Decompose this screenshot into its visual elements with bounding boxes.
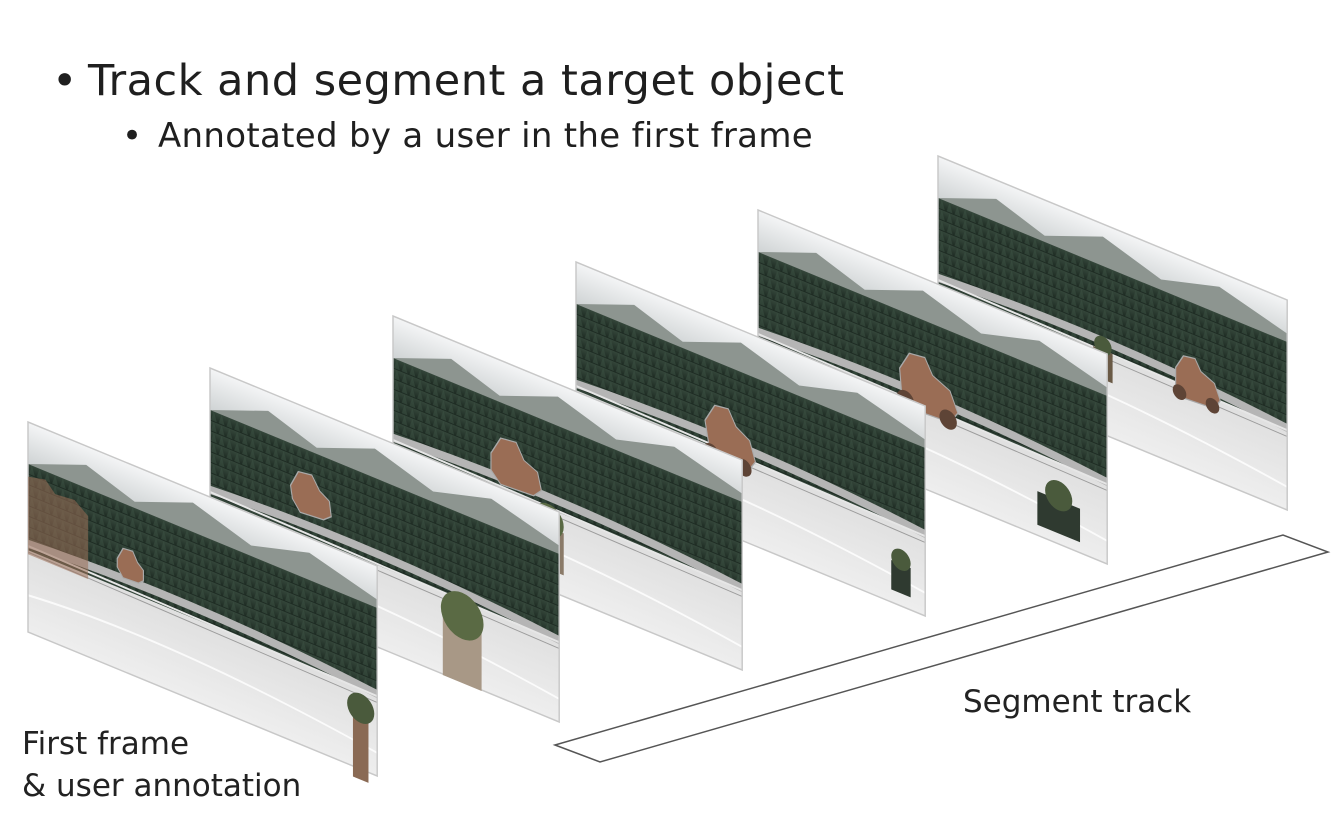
plant-pot-4 [891, 548, 911, 598]
annotation-mask-2 [289, 470, 332, 521]
frame-1 [26, 420, 379, 783]
user-annotation-label: & user annotation [22, 768, 302, 804]
annotation-mask-6 [1172, 355, 1221, 414]
bullet-sub-text: Annotated by a user in the first frame [158, 116, 813, 156]
plant-pot-1 [347, 692, 375, 783]
annotation-mask-3 [490, 437, 543, 497]
bullet-main-text: Track and segment a target object [88, 56, 845, 106]
plant-pot-5 [1037, 479, 1081, 543]
bullet-sub: • Annotated by a user in the first frame [122, 116, 813, 156]
bullet-sub-marker: • [122, 116, 143, 156]
annotated-hillside [28, 476, 89, 580]
first-frame-label: First frame [22, 726, 190, 762]
plant-pot-2 [440, 591, 484, 692]
bullet-main-marker: • [52, 56, 78, 106]
annotation-mask-1 [116, 547, 145, 584]
track-floor [552, 534, 1331, 763]
bullet-main: •Track and segment a target object [52, 56, 844, 106]
segment-track-label: Segment track [963, 684, 1192, 720]
frame-2 [208, 366, 561, 724]
